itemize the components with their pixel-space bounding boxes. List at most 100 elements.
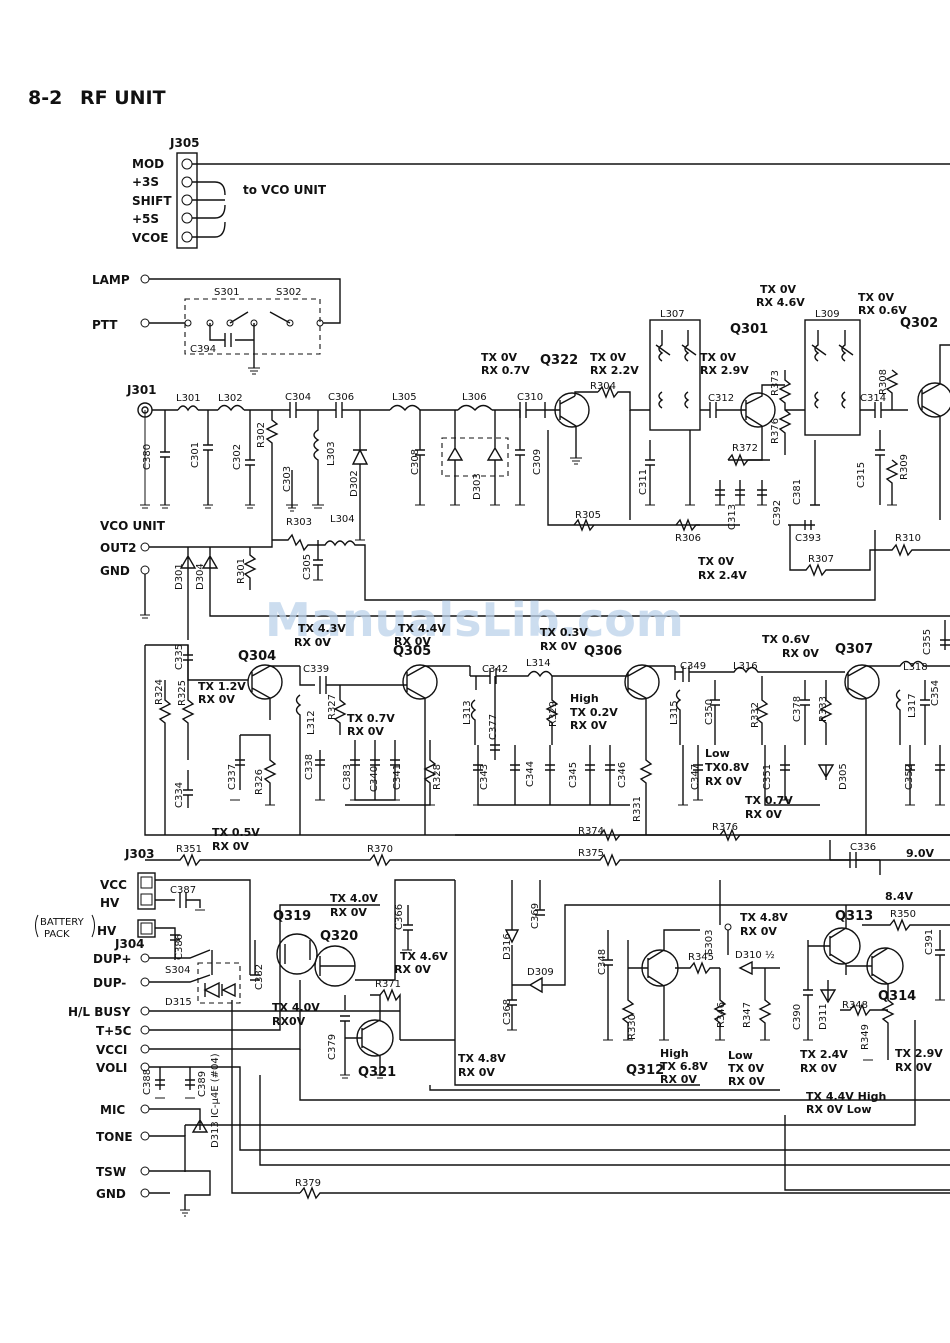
- svg-text:R332: R332: [750, 702, 761, 728]
- hl-busy-label: H/L BUSY: [68, 1005, 131, 1019]
- svg-text:C387: C387: [170, 885, 196, 896]
- tsw-label: TSW: [96, 1165, 126, 1179]
- q305-ref: Q305: [393, 644, 431, 659]
- q321-rx-voltage: RX 0V: [458, 1066, 495, 1079]
- q301-tx-voltage-2: TX 0V: [760, 283, 796, 296]
- svg-text:R310: R310: [895, 533, 921, 544]
- svg-text:D309: D309: [527, 967, 554, 978]
- c394-label: C394: [190, 344, 216, 355]
- mic-label: MIC: [100, 1103, 125, 1117]
- svg-text:R376: R376: [712, 822, 738, 833]
- d315-label: D315: [165, 997, 192, 1008]
- bottom-rx-voltage: RX 0V Low: [806, 1103, 872, 1116]
- j303-label: J303: [124, 847, 155, 861]
- q306-tx-voltage: TX 0.2V: [570, 706, 618, 719]
- q312-low-label: Low: [728, 1049, 753, 1062]
- connector-j305: J305 MOD +3S SHIFT +5S VCOE to VCO UNIT: [132, 136, 950, 249]
- j305-pin-shift: SHIFT: [132, 194, 172, 208]
- q314-rx-voltage: RX 0V: [895, 1061, 932, 1074]
- svg-text:C336: C336: [850, 842, 876, 853]
- svg-text:L302: L302: [218, 393, 243, 404]
- q313-voltage: 8.4V: [885, 890, 913, 903]
- svg-text:D310 ½: D310 ½: [735, 949, 775, 961]
- watermark: ManualsLib.com: [265, 593, 684, 647]
- q319-ref: Q319: [273, 909, 311, 924]
- svg-text:R347: R347: [742, 1002, 753, 1028]
- svg-text:C347: C347: [690, 764, 701, 790]
- svg-text:L301: L301: [176, 393, 201, 404]
- svg-text:D311: D311: [818, 1003, 829, 1030]
- vcc-label: VCC: [100, 878, 127, 892]
- q305-top-tx: TX 4.4V: [398, 622, 446, 635]
- svg-text:C383: C383: [342, 764, 353, 790]
- section-number: 8-2: [28, 87, 62, 109]
- svg-text:R302: R302: [256, 422, 267, 448]
- svg-text:L306: L306: [462, 392, 487, 403]
- rf-input-chain: J301 C380 C301 C302 L301 L302 C304 C306 …: [126, 383, 560, 540]
- svg-text:C344: C344: [525, 761, 536, 787]
- q312-high-label: High: [660, 1047, 689, 1060]
- t5c-label: T+5C: [96, 1024, 132, 1038]
- nine-volt-label: 9.0V: [906, 847, 934, 860]
- svg-text:R345: R345: [688, 952, 714, 963]
- q307-emitter-tx: TX 0.7V: [745, 794, 793, 807]
- svg-text:C352: C352: [904, 764, 915, 790]
- hv2-label: HV: [97, 924, 117, 938]
- svg-text:C339: C339: [303, 664, 329, 675]
- q320-lower-rx: RX0V: [272, 1015, 306, 1028]
- svg-text:C304: C304: [285, 392, 311, 403]
- svg-text:L316: L316: [733, 661, 758, 672]
- q322-tx-voltage: TX 0V: [481, 351, 517, 364]
- q305-rx-voltage: RX 0V: [347, 725, 384, 738]
- svg-text:C305: C305: [302, 554, 313, 580]
- svg-text:R308: R308: [878, 369, 889, 395]
- vco-unit-block: R303 L304 C305 VCO UNIT OUT2 GND D301 D3…: [100, 514, 950, 640]
- q322-rx-voltage: RX 0.7V: [481, 364, 530, 377]
- q312-low-rx: RX 0V: [728, 1075, 765, 1088]
- d313-label: D313 IC-μ4E (#04): [210, 1053, 221, 1148]
- q320-rx-voltage: RX 0V: [394, 963, 431, 976]
- j305-note: to VCO UNIT: [243, 183, 327, 197]
- q312-high-rx: RX 0V: [660, 1073, 697, 1086]
- svg-text:C377: C377: [488, 714, 499, 740]
- svg-text:D302: D302: [349, 470, 360, 497]
- svg-text:R307: R307: [808, 554, 834, 565]
- svg-text:C335: C335: [174, 644, 185, 670]
- q306-low-tx: TX0.8V: [705, 761, 749, 774]
- q322-ref: Q322: [540, 353, 578, 368]
- q302-tx-voltage: TX 0V: [858, 291, 894, 304]
- svg-text:C381: C381: [792, 479, 803, 505]
- q301-stage: TX 0V RX 2.9V Q301 TX 0V RX 4.6V C312 R3…: [700, 283, 805, 530]
- d311-tx-voltage: TX 2.4V: [800, 1048, 848, 1061]
- j304-label: J304: [114, 937, 145, 951]
- svg-text:C346: C346: [617, 762, 628, 788]
- q306-top-tx: TX 0.3V: [540, 626, 588, 639]
- svg-text:R375: R375: [578, 848, 604, 859]
- svg-text:C342: C342: [482, 664, 508, 675]
- hv-label: HV: [100, 896, 120, 910]
- svg-text:C349: C349: [680, 661, 706, 672]
- q306-high-label: High: [570, 692, 599, 705]
- q301-tx-voltage: TX 0V: [700, 351, 736, 364]
- svg-text:C379: C379: [327, 1034, 338, 1060]
- svg-text:C388: C388: [142, 1069, 153, 1095]
- svg-text:C312: C312: [708, 393, 734, 404]
- r306-rx-voltage: RX 2.4V: [698, 569, 747, 582]
- svg-text:C301: C301: [190, 442, 201, 468]
- gnd-label: GND: [96, 1187, 126, 1201]
- q304-top-tx: TX 4.3V: [298, 622, 346, 635]
- svg-text:R331: R331: [632, 796, 643, 822]
- svg-text:D316: D316: [502, 933, 513, 960]
- svg-text:C310: C310: [517, 392, 543, 403]
- l309-q302-block: L309 C314 TX 0V RX 0.6V Q302 R308 C315 R…: [788, 291, 950, 577]
- svg-text:R303: R303: [286, 517, 312, 528]
- svg-text:R309: R309: [899, 454, 910, 480]
- q305-top-rx: RX 0V: [394, 635, 431, 648]
- q312-low-tx: TX 0V: [728, 1062, 764, 1075]
- svg-text:C338: C338: [304, 754, 315, 780]
- q301-ref: Q301: [730, 322, 768, 337]
- svg-text:C391: C391: [924, 929, 935, 955]
- q306-ref: Q306: [584, 644, 622, 659]
- s302-label: S302: [276, 287, 301, 298]
